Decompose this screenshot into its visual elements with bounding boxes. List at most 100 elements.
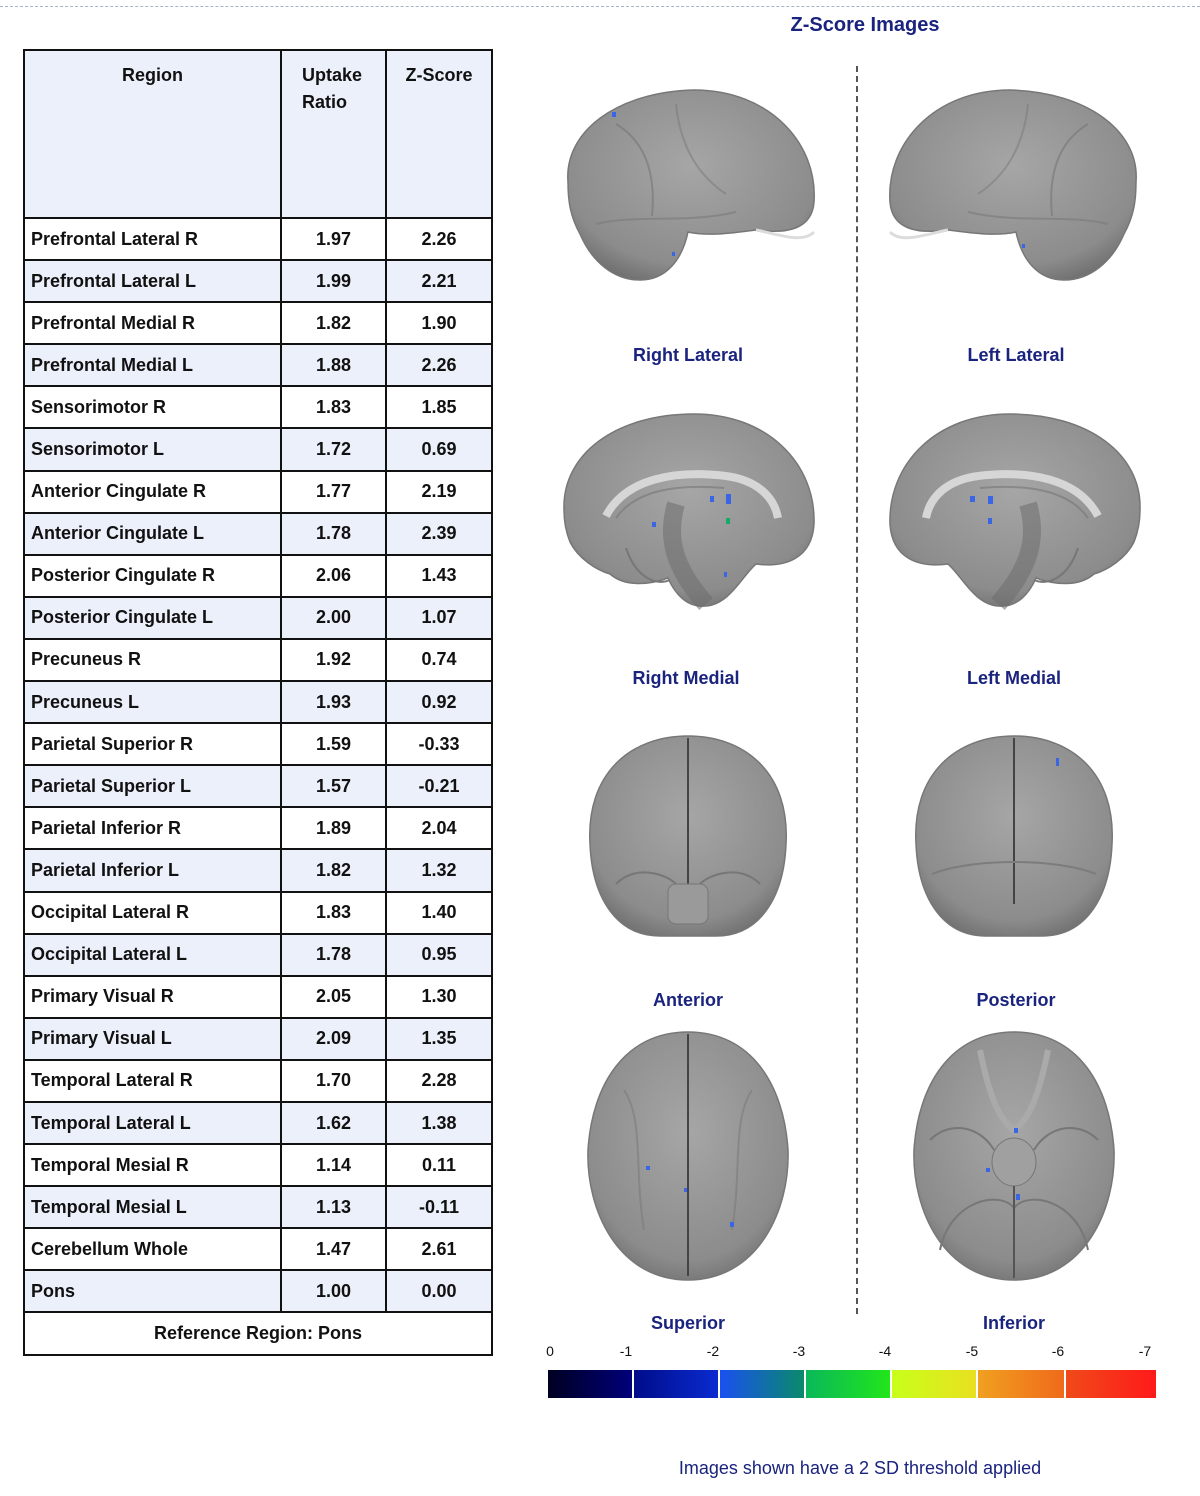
zscore-images-title: Z-Score Images xyxy=(790,14,940,36)
top-dashed-rule xyxy=(0,6,1200,7)
reference-region-note: Reference Region: Pons xyxy=(23,1311,493,1357)
uptake-ratio-cell: 1.57 xyxy=(280,764,387,809)
colorbar-segment-0-to-1 xyxy=(548,1370,632,1398)
zscore-cell: 1.85 xyxy=(385,385,493,430)
uptake-ratio-cell: 1.77 xyxy=(280,469,387,514)
zscore-colorbar xyxy=(548,1370,1156,1398)
uptake-ratio-cell: 1.13 xyxy=(280,1185,387,1230)
colorbar-tick-1: -1 xyxy=(619,1343,633,1359)
region-name-cell: Prefrontal Lateral R xyxy=(23,216,282,262)
uptake-ratio-cell: 1.93 xyxy=(280,680,387,725)
view-label-left-lateral: Left Lateral xyxy=(967,345,1065,365)
uptake-ratio-cell: 1.62 xyxy=(280,1100,387,1146)
zscore-spot xyxy=(1014,1128,1018,1133)
region-name-cell: Parietal Inferior R xyxy=(23,806,282,851)
uptake-ratio-cell: 2.05 xyxy=(280,974,387,1019)
view-label-left-medial: Left Medial xyxy=(966,668,1061,688)
uptake-ratio-cell: 1.97 xyxy=(280,216,387,262)
region-name-cell: Anterior Cingulate R xyxy=(23,469,282,514)
region-uptake-table: Region Uptake Ratio Z-Score Prefrontal L… xyxy=(23,49,493,1357)
zscore-cell: 1.43 xyxy=(385,553,493,598)
region-name-cell: Prefrontal Medial R xyxy=(23,301,282,346)
header-uptake-ratio: Uptake Ratio xyxy=(280,49,387,219)
brain-image-right-medial xyxy=(563,413,815,610)
view-label-inferior: Inferior xyxy=(982,1313,1045,1333)
uptake-ratio-cell: 2.06 xyxy=(280,553,387,598)
zscore-spot xyxy=(710,496,714,502)
header-uptake-line1: Uptake xyxy=(302,65,363,85)
zscore-spot xyxy=(970,496,975,502)
table-header-row: Region Uptake Ratio Z-Score xyxy=(23,49,493,219)
zscore-spot xyxy=(672,252,675,256)
colorbar-tick-3: -3 xyxy=(792,1343,806,1359)
zscore-cell: 0.95 xyxy=(385,932,493,977)
brain-image-superior xyxy=(587,1031,789,1281)
uptake-ratio-cell: 1.82 xyxy=(280,301,387,346)
region-name-cell: Prefrontal Lateral L xyxy=(23,259,282,304)
zscore-cell: 0.00 xyxy=(385,1269,493,1314)
colorbar-segment-3-to-4 xyxy=(806,1370,890,1398)
region-name-cell: Occipital Lateral R xyxy=(23,890,282,935)
brain-image-inferior xyxy=(913,1031,1115,1281)
zscore-cell: 2.19 xyxy=(385,469,493,514)
region-name-cell: Prefrontal Medial L xyxy=(23,343,282,388)
zscore-spot xyxy=(988,496,993,504)
view-label-superior: Superior xyxy=(650,1313,725,1333)
region-name-cell: Primary Visual R xyxy=(23,974,282,1019)
view-label-right-medial: Right Medial xyxy=(632,668,740,688)
uptake-ratio-cell: 1.89 xyxy=(280,806,387,851)
colorbar-segment-1-to-2 xyxy=(634,1370,718,1398)
uptake-ratio-cell: 1.78 xyxy=(280,511,387,556)
region-name-cell: Temporal Mesial L xyxy=(23,1185,282,1230)
brain-image-left-lateral xyxy=(888,89,1137,281)
uptake-ratio-cell: 1.47 xyxy=(280,1227,387,1272)
uptake-ratio-cell: 1.99 xyxy=(280,259,387,304)
region-name-cell: Posterior Cingulate L xyxy=(23,595,282,640)
header-region: Region xyxy=(23,49,282,219)
zscore-spot xyxy=(986,1168,990,1172)
uptake-ratio-cell: 1.83 xyxy=(280,385,387,430)
zscore-spot xyxy=(612,112,616,117)
colorbar-tick-7: -7 xyxy=(1138,1343,1152,1359)
region-name-cell: Precuneus R xyxy=(23,637,282,683)
colorbar-segment-5-to-6 xyxy=(978,1370,1064,1398)
region-name-cell: Temporal Lateral R xyxy=(23,1058,282,1103)
zscore-cell: -0.21 xyxy=(385,764,493,809)
colorbar-tick-4: -4 xyxy=(878,1343,892,1359)
uptake-ratio-cell: 1.82 xyxy=(280,848,387,893)
zscore-cell: 1.90 xyxy=(385,301,493,346)
colorbar-segment-6-to-7 xyxy=(1066,1370,1156,1398)
view-label-posterior: Posterior xyxy=(976,990,1056,1010)
table-footer-row: Reference Region: Pons xyxy=(23,1311,493,1357)
brain-image-left-medial xyxy=(889,413,1141,610)
zscore-cell: -0.11 xyxy=(385,1185,493,1230)
zscore-spot xyxy=(1016,1194,1020,1200)
colorbar-segment-2-to-3 xyxy=(720,1370,804,1398)
uptake-ratio-cell: 1.00 xyxy=(280,1269,387,1314)
colorbar-tick-0: 0 xyxy=(546,1343,554,1359)
region-name-cell: Parietal Superior L xyxy=(23,764,282,809)
header-uptake-line2: Ratio xyxy=(302,92,347,112)
zscore-cell: 2.21 xyxy=(385,259,493,304)
region-name-cell: Temporal Lateral L xyxy=(23,1100,282,1146)
zscore-cell: 1.30 xyxy=(385,974,493,1019)
brain-image-posterior xyxy=(915,735,1113,937)
zscore-cell: 2.26 xyxy=(385,216,493,262)
zscore-cell: 2.26 xyxy=(385,343,493,388)
region-name-cell: Parietal Inferior L xyxy=(23,848,282,893)
